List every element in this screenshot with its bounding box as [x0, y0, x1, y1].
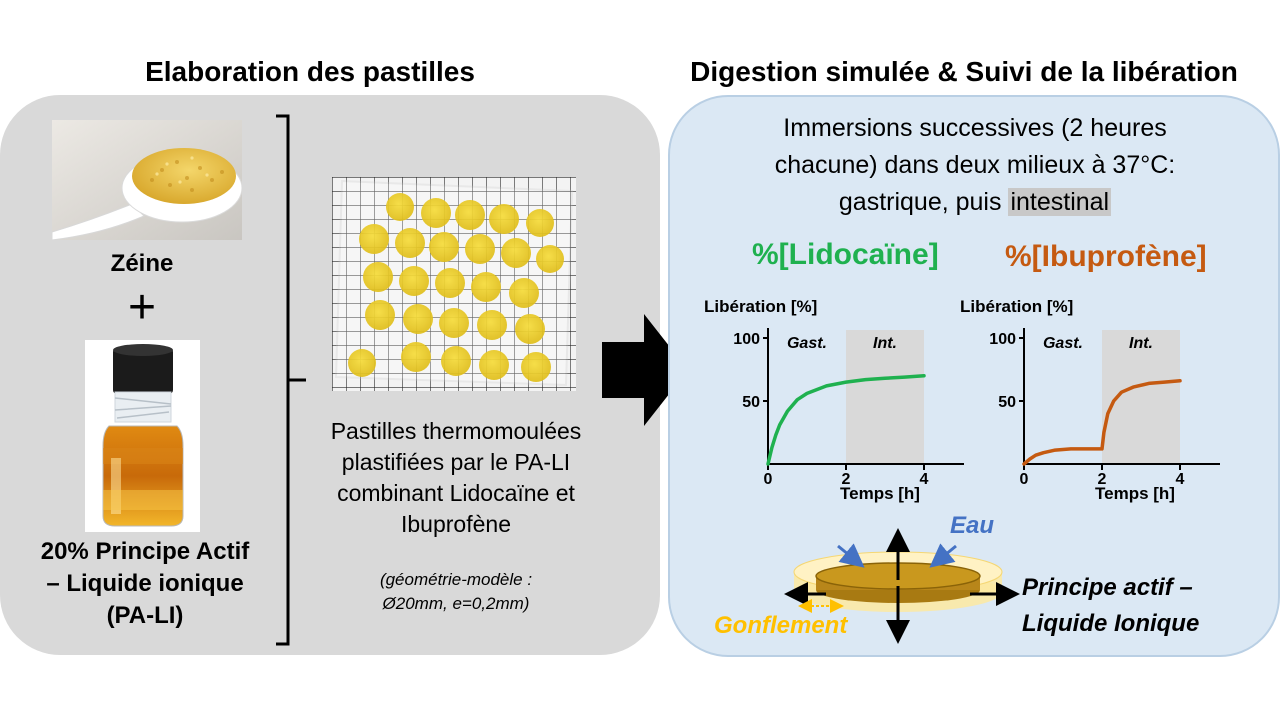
pastilles-line3: combinant Lidocaïne et: [337, 480, 575, 506]
lidocaine-intestinal-shade: [846, 330, 924, 464]
ibuprofene-release-line: [1022, 379, 1182, 466]
api-il-label-line3: (PA-LI): [106, 602, 184, 629]
api-il-result-line1: Principe actif –: [1022, 574, 1193, 601]
immersion-line2: chacune) dans deux milieux à 37°C:: [774, 151, 1176, 179]
ibuprofene-xtick-label-1: 2: [1098, 471, 1107, 488]
zein-image: [52, 120, 242, 240]
api-il-vial-image: [85, 340, 200, 532]
lidocaine-xtick-label-2: 4: [920, 471, 929, 488]
ibuprofene-ytick-label-0: 50: [998, 394, 1016, 411]
api-il-label: 20% Principe Actif – Liquide ionique (PA…: [20, 536, 270, 632]
pastilles-image: [332, 177, 576, 391]
water-label: Eau: [950, 512, 995, 539]
ibuprofene-ytick-label-1: 100: [989, 331, 1016, 348]
lidocaine-ylabel: Libération [%]: [704, 297, 818, 316]
lidocaine-chart-title: %[Lidocaïne]: [752, 238, 939, 271]
immersion-line3-start: gastrique, puis: [838, 188, 1009, 216]
pastilles-line1: Pastilles thermomoulées: [330, 418, 582, 444]
intestinal-highlight: intestinal: [1008, 188, 1112, 216]
api-il-result-label: Principe actif – Liquide Ionique: [1022, 570, 1199, 642]
lidocaine-ytick-label-0: 50: [742, 394, 760, 411]
lidocaine-xlabel: Temps [h]: [840, 484, 920, 503]
process-arrow-icon: [602, 314, 688, 426]
swelling-diagram: [784, 528, 1020, 644]
lidocaine-xtick-label-1: 2: [842, 471, 851, 488]
lidocaine-xtick-label-0: 0: [764, 471, 773, 488]
immersion-line1: Immersions successives (2 heures: [783, 114, 1167, 142]
pastilles-line2: plastifiées par le PA-LI: [341, 449, 571, 475]
plus-sign: +: [127, 281, 157, 334]
grouping-bracket: [276, 114, 306, 646]
ibuprofene-xlabel: Temps [h]: [1095, 484, 1175, 503]
swelling-label: Gonflement: [714, 612, 848, 639]
zein-label: Zéine: [110, 250, 174, 277]
ibuprofene-xtick-label-0: 0: [1020, 471, 1029, 488]
lidocaine-phase-label-1: Int.: [873, 335, 897, 352]
ibuprofene-phase-label-0: Gast.: [1043, 335, 1083, 352]
lidocaine-phase-label-0: Gast.: [787, 335, 827, 352]
ibuprofene-phase-label-1: Int.: [1129, 335, 1153, 352]
geometry-line1: (géométrie-modèle :: [379, 570, 533, 589]
ibuprofene-xtick-label-2: 4: [1176, 471, 1185, 488]
lidocaine-ytick-label-1: 100: [733, 331, 760, 348]
api-il-label-line2: – Liquide ionique: [46, 570, 244, 597]
api-il-label-line1: 20% Principe Actif: [40, 538, 250, 565]
immersion-line3: gastrique, puis intestinal: [700, 184, 1250, 221]
ibuprofene-ylabel: Libération [%]: [960, 297, 1074, 316]
lidocaine-release-line: [766, 374, 926, 466]
pastilles-description: Pastilles thermomoulées plastifiées par …: [292, 416, 620, 540]
geometry-line2: Ø20mm, e=0,2mm): [382, 594, 530, 613]
lidocaine-chart: Gast. Int. 0 2 4 50 100: [733, 328, 964, 488]
left-title: Elaboration des pastilles: [145, 56, 475, 87]
api-il-result-line2: Liquide Ionique: [1022, 610, 1200, 637]
right-title: Digestion simulée & Suivi de la libérati…: [690, 56, 1238, 87]
immersion-description: Immersions successives (2 heures chacune…: [700, 110, 1250, 221]
ibuprofene-chart: Gast. Int. 0 2 4 50 100: [989, 328, 1220, 488]
geometry-note: (géométrie-modèle : Ø20mm, e=0,2mm): [322, 568, 590, 616]
pastilles-line4: Ibuprofène: [401, 511, 511, 537]
ibuprofene-chart-title: %[Ibuprofène]: [1005, 240, 1207, 273]
